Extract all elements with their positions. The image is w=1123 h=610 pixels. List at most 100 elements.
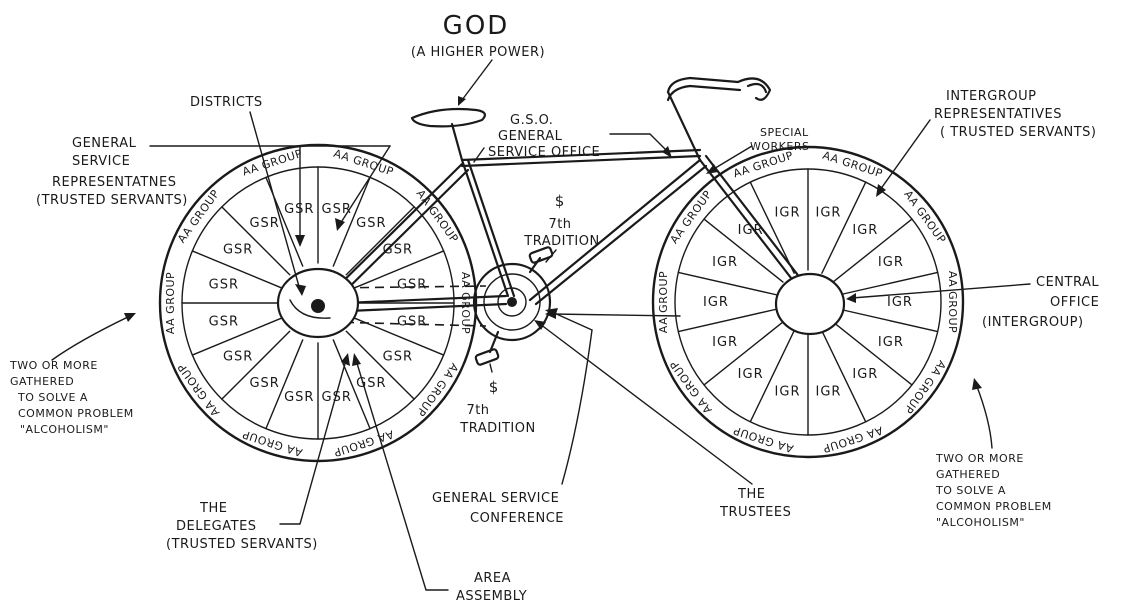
gsc-line2: CONFERENCE [470,511,564,526]
spoke [703,321,784,386]
spoke [677,308,778,333]
higher-power-subtitle: (A HIGHER POWER) [411,45,545,60]
god-to-saddle-arrow [461,59,493,101]
gsr-spoke-label: GSR [284,390,314,405]
igr-label-line1: INTERGROUP [946,89,1036,104]
igr-spoke-label: IGR [703,295,729,310]
gsr-spoke-label: GSR [223,349,253,364]
spoke [838,271,939,296]
gso-label-line2: GENERAL [498,129,563,144]
spoke [191,317,282,356]
delegates-line1: THE [199,501,227,516]
spoke [703,218,784,283]
districts-label: DISTRICTS [190,95,263,110]
gsr-spoke-label: GSR [249,216,279,231]
gsr-label-line1: GENERAL [72,136,137,151]
spoke [832,218,913,283]
trustees-line1: THE [737,487,765,502]
two-or-more-left-1: TWO OR MORE [9,359,98,372]
spoke [821,181,867,274]
igr-spoke-label: IGR [712,255,738,270]
spoke [345,330,415,400]
tradition-top-dollar: $ [555,192,566,210]
spoke [821,330,867,423]
central-office-line3: (INTERGROUP) [982,315,1084,330]
spoke [221,206,291,276]
igr-spoke-label: IGR [815,205,841,220]
igr-spoke-label: IGR [852,223,878,238]
igr-label-line2: REPRESENTATIVES [934,107,1062,122]
gsr-label-line4: (TRUSTED SERVANTS) [36,193,188,208]
igr-spoke-label: IGR [878,335,904,350]
gsr-spoke-label: GSR [356,376,386,391]
two-or-more-right-1: TWO OR MORE [935,452,1024,465]
gsr-spoke-label: GSR [223,243,253,258]
igr-spoke-label: IGR [775,205,801,220]
central-office-line1: CENTRAL [1036,275,1099,290]
saddle [410,107,486,128]
aa-group-rim-label: AA GROUP [459,272,472,334]
gsr-spoke-label: GSR [383,349,413,364]
igr-spoke-label: IGR [738,367,764,382]
god-title: GOD [443,11,510,41]
gsr-spoke-label: GSR [356,216,386,231]
igr-spoke-label: IGR [815,385,841,400]
spoke [191,250,282,289]
area-assembly-line2: ASSEMBLY [456,589,527,604]
spoke [749,330,795,423]
delegates-line3: (TRUSTED SERVANTS) [166,537,318,552]
spoke [345,206,415,276]
igr-spoke-label: IGR [887,295,913,310]
spoke [332,176,371,267]
gsr-spoke-label: GSR [249,376,279,391]
spoke [838,308,939,333]
area-assembly-line1: AREA [474,571,511,586]
two-or-more-right-4: COMMON PROBLEM [936,500,1052,513]
gsr-spoke-label: GSR [397,315,427,330]
aa-group-rim-label: AA GROUP [657,271,670,333]
two-or-more-right-2: GATHERED [936,468,1000,481]
two-or-more-left-4: COMMON PROBLEM [18,407,134,420]
trustees-line2: TRUSTEES [719,505,791,520]
igr-spoke-label: IGR [738,223,764,238]
gsr-spoke-label: GSR [383,243,413,258]
two-or-more-left-5: "ALCOHOLISM" [20,423,109,436]
gsr-spoke-label: GSR [284,202,314,217]
gso-label-line1: G.S.O. [510,113,553,128]
bicycle-frame [320,76,816,327]
chain [329,285,487,289]
gso-label-line3: SERVICE OFFICE [488,145,600,160]
spoke [749,181,795,274]
tradition-bottom-label: TRADITION [459,421,535,436]
gsc-line1: GENERAL SERVICE [432,491,559,506]
igr-spoke-label: IGR [712,335,738,350]
two-or-more-left-2: GATHERED [10,375,74,388]
igr-spoke-label: IGR [878,255,904,270]
two-or-more-left-3: TO SOLVE A [17,391,88,404]
gsr-spoke-label: GSR [397,277,427,292]
tradition-top-7th: 7th [548,217,571,232]
gsr-spoke-label: GSR [322,202,352,217]
special-workers-label-line2: WORKERS [750,140,809,153]
gsr-label-line3: REPRESENTATNES [52,175,176,190]
aa-group-rim-label: AA GROUP [946,271,959,333]
tradition-bottom-7th: 7th [466,403,489,418]
two-or-more-right-3: TO SOLVE A [935,484,1006,497]
central-office-hub [774,272,846,336]
two-or-more-right-5: "ALCOHOLISM" [936,516,1025,529]
central-office-line2: OFFICE [1050,295,1099,310]
aa-group-rim-label: AA GROUP [164,272,177,334]
gsr-spoke-label: GSR [322,390,352,405]
spoke [221,330,291,400]
gsr-spoke-label: GSR [209,277,239,292]
gsr-spoke-label: GSR [209,315,239,330]
tradition-bottom-dollar: $ [489,378,500,396]
spoke [265,339,304,430]
spoke [332,339,371,430]
spoke [354,250,445,289]
crank-chainring [472,246,554,366]
gsr-label-line2: SERVICE [72,154,130,169]
